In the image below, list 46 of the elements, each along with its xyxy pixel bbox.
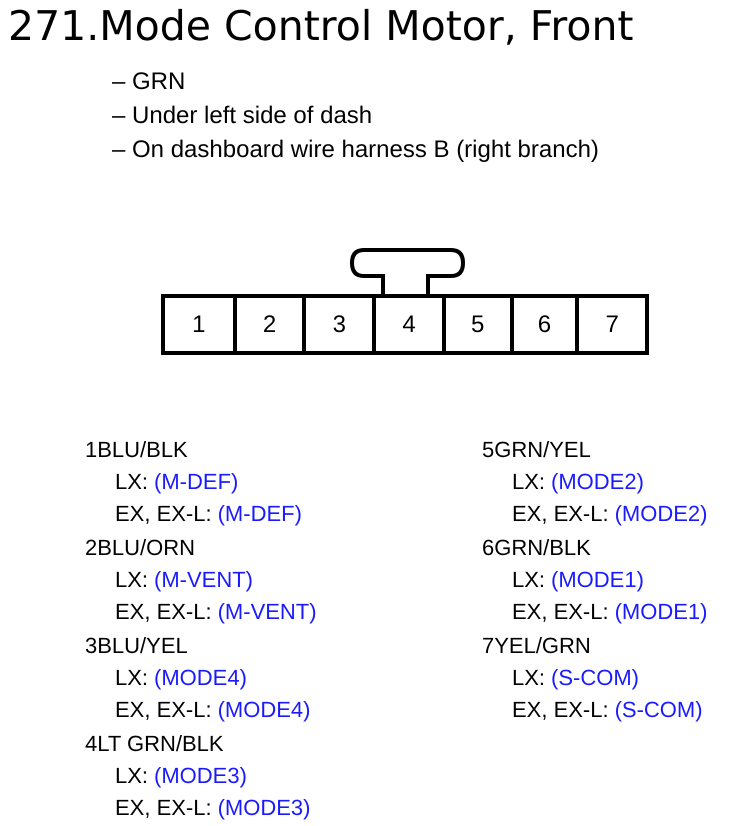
pin-number-cavity: 3 xyxy=(306,298,376,351)
variant-label: EX, EX-L: xyxy=(512,697,609,723)
title: 271.Mode Control Motor, Front xyxy=(8,2,634,50)
signal-name: (MODE1) xyxy=(614,599,708,625)
signal-name: (M-DEF) xyxy=(154,469,238,495)
pin-number-cavity: 6 xyxy=(514,298,580,351)
pin-number-cavity: 5 xyxy=(446,298,514,351)
variant-label: EX, EX-L: xyxy=(115,599,212,625)
signal-name: (MODE3) xyxy=(154,763,247,789)
variant-label: EX, EX-L: xyxy=(115,795,212,821)
variant-label: EX, EX-L: xyxy=(115,501,212,527)
variant-label: LX: xyxy=(115,665,148,691)
variant-label: EX, EX-L: xyxy=(512,501,609,527)
signal-name: (MODE2) xyxy=(551,469,644,495)
note-text: – GRN xyxy=(112,68,186,96)
note-text: – On dashboard wire harness B (right branch) xyxy=(112,136,599,164)
signal-name: (MODE1) xyxy=(551,567,644,593)
signal-name: (S-COM) xyxy=(551,665,640,691)
signal-name: (MODE2) xyxy=(614,501,708,527)
wire-color-label: 3BLU/YEL xyxy=(85,633,188,659)
signal-name: (M-DEF) xyxy=(218,501,302,527)
signal-name: (M-VENT) xyxy=(218,599,317,625)
variant-label: LX: xyxy=(512,469,546,495)
signal-name: (S-COM) xyxy=(614,697,703,723)
variant-label: LX: xyxy=(115,567,148,593)
variant-label: EX, EX-L: xyxy=(512,599,609,625)
signal-name: (M-VENT) xyxy=(154,567,254,593)
pin-number-cavity: 7 xyxy=(579,298,646,351)
wire-color-label: 1BLU/BLK xyxy=(85,437,188,463)
pin-number-cavity: 4 xyxy=(376,298,446,351)
signal-name: (MODE4) xyxy=(218,697,310,723)
variant-label: LX: xyxy=(512,567,546,593)
signal-name: (MODE4) xyxy=(154,665,247,691)
pin-number-cavity: 2 xyxy=(236,298,306,351)
wire-color-label: 5GRN/YEL xyxy=(482,437,591,463)
wire-color-label: 6GRN/BLK xyxy=(482,535,591,561)
wire-color-label: 2BLU/ORN xyxy=(85,535,196,561)
wire-color-label: 7YEL/GRN xyxy=(482,633,591,659)
variant-label: LX: xyxy=(115,469,148,495)
wire-color-label: 4LT GRN/BLK xyxy=(85,731,224,757)
variant-label: LX: xyxy=(115,763,148,789)
variant-label: LX: xyxy=(512,665,546,691)
signal-name: (MODE3) xyxy=(218,795,310,821)
pin-number-cavity: 1 xyxy=(165,298,237,351)
note-text: – Under left side of dash xyxy=(112,102,372,130)
variant-label: EX, EX-L: xyxy=(115,697,212,723)
